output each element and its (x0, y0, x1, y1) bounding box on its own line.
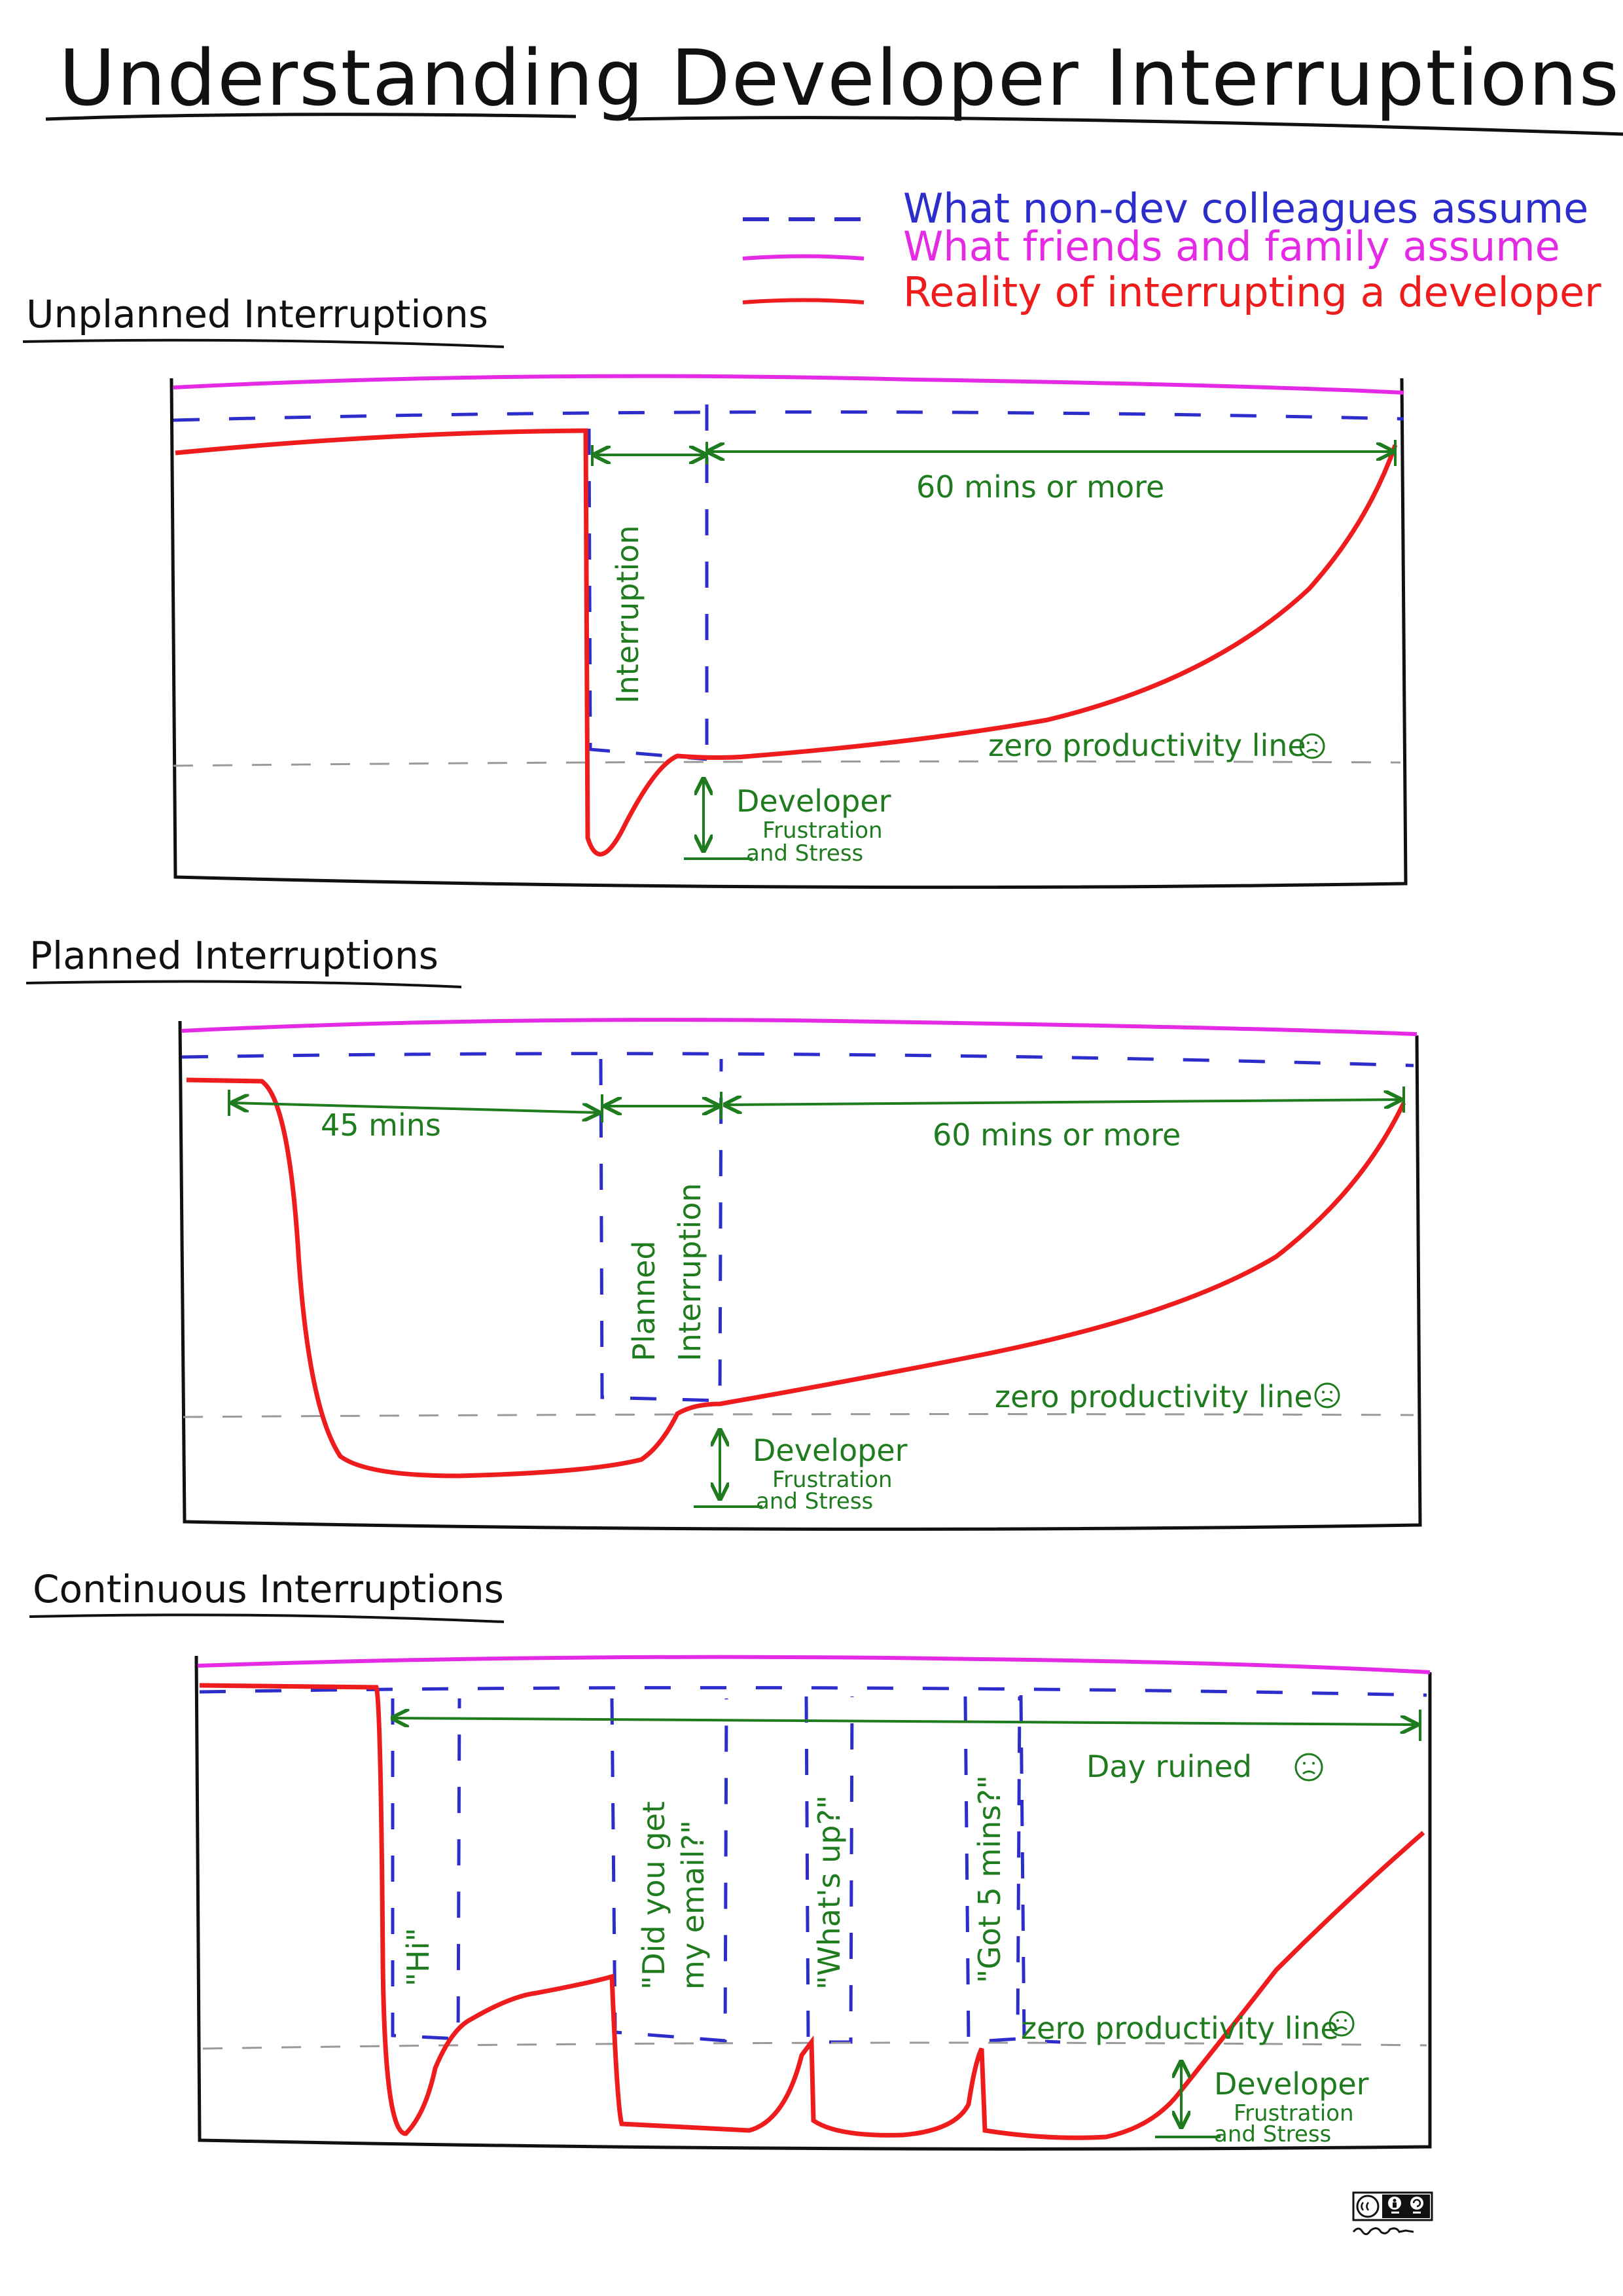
day-ruined-span-arrow (393, 1718, 1417, 1725)
pre-span-arrow (232, 1103, 599, 1113)
frustration-label-3: and Stress (1214, 2121, 1331, 2147)
panel-planned-frame (178, 1020, 1422, 1531)
frowning-face-icon (1294, 1753, 1323, 1782)
sa-icon-arrow (1412, 2198, 1421, 2208)
colleague-assumption-line (199, 1686, 1427, 1697)
interruption-label: Interruption (610, 525, 645, 704)
recovery-span-arrow (725, 1100, 1400, 1105)
title-underline-2 (628, 116, 1623, 136)
recovery-label: 60 mins or more (916, 469, 1164, 505)
by-icon-body (1393, 2202, 1397, 2208)
page-title: Understanding Developer Interruptions (59, 33, 1620, 123)
quote-got-5-mins-label: "Got 5 mins?" (972, 1775, 1007, 1983)
frowning-face-icon (1329, 2011, 1355, 2037)
day-ruined-label: Day ruined (1086, 1749, 1252, 1784)
frustration-label-1: Developer (1214, 2066, 1369, 2102)
reality-line (186, 1077, 1406, 1479)
reality-line (175, 428, 1398, 857)
sa-text-mark (1413, 2212, 1421, 2214)
zero-line-label: zero productivity line (988, 728, 1306, 763)
by-icon-head (1393, 2198, 1397, 2202)
interruption-box-whats-up (804, 1696, 854, 2044)
frustration-label-2: Frustration (762, 817, 883, 844)
interruption-box-hi (391, 1698, 461, 2041)
by-text-mark (1391, 2212, 1399, 2214)
family-assumption-line (197, 1655, 1431, 1674)
planned-interruption-box (599, 1058, 723, 1403)
recovery-label: 60 mins or more (933, 1117, 1181, 1153)
cc-icon (1356, 2195, 1380, 2218)
frowning-face-icon (1314, 1382, 1340, 1408)
quote-hi-label: "Hi" (401, 1928, 436, 1986)
panel-continuous-title-underline (29, 1613, 505, 1623)
license-badge (1352, 2191, 1433, 2221)
frustration-label-2: Frustration (1234, 2100, 1354, 2126)
panel-continuous-frame (194, 1655, 1432, 2151)
planned-label-2: Interruption (672, 1183, 707, 1361)
main-title-group: Understanding Developer Interruptions (45, 33, 1623, 136)
quote-email-label-1: "Did you get (636, 1801, 671, 1990)
title-underline-1 (45, 113, 577, 121)
panel-unplanned: Unplanned Interruptions Interruption 60 … (22, 292, 1408, 889)
author-signature (1352, 2227, 1414, 2235)
pre-span-label: 45 mins (321, 1107, 441, 1143)
zero-productivity-line (183, 1413, 1414, 1418)
legend-label-reality: Reality of interrupting a developer (903, 268, 1601, 316)
quote-whats-up-label: "What's up?" (812, 1795, 847, 1990)
colleague-assumption-line (181, 1052, 1414, 1067)
colleague-assumption-line (173, 410, 1404, 422)
frustration-label-3: and Stress (746, 840, 863, 867)
frustration-label-1: Developer (753, 1433, 908, 1468)
panel-planned: Planned Interruptions 45 mins Planned In… (26, 933, 1422, 1531)
legend-label-colleagues: What non-dev colleagues assume (903, 185, 1588, 232)
cc-icon-glyph (1361, 2202, 1370, 2211)
frustration-label-3: and Stress (756, 1488, 873, 1515)
sa-icon (1410, 2197, 1423, 2210)
zero-productivity-line (202, 2041, 1427, 2050)
zero-line-label: zero productivity line (995, 1379, 1313, 1414)
panel-unplanned-title: Unplanned Interruptions (26, 292, 488, 336)
interruption-box-got-5-mins (963, 1696, 1022, 2044)
interruption-box-email (610, 1698, 728, 2043)
reality-line (199, 1683, 1425, 2140)
planned-label-1: Planned (626, 1240, 662, 1361)
legend-label-family: What friends and family assume (903, 223, 1560, 270)
frustration-label-2: Frustration (772, 1467, 893, 1493)
panel-continuous-title: Continuous Interruptions (33, 1567, 504, 1611)
quote-email-label-2: my email?" (675, 1820, 711, 1990)
family-assumption-line (181, 1018, 1418, 1036)
legend: What non-dev colleagues assume What frie… (742, 185, 1601, 316)
panel-unplanned-title-underline (22, 338, 505, 348)
frowning-face-icon (1299, 733, 1325, 759)
frustration-label-1: Developer (736, 783, 891, 819)
panel-continuous: Continuous Interruptions "Hi" "Did you g… (29, 1567, 1432, 2151)
panel-unplanned-frame (169, 378, 1408, 889)
family-assumption-line (173, 374, 1404, 395)
legend-swatch-family (742, 254, 865, 260)
panel-planned-title-underline (26, 980, 462, 988)
zero-line-label: zero productivity line (1021, 2011, 1339, 2046)
legend-swatch-reality (742, 298, 865, 304)
colleague-dip-line (587, 428, 707, 761)
colleague-dip-line (1019, 1695, 1061, 2044)
panel-planned-title: Planned Interruptions (29, 933, 438, 978)
